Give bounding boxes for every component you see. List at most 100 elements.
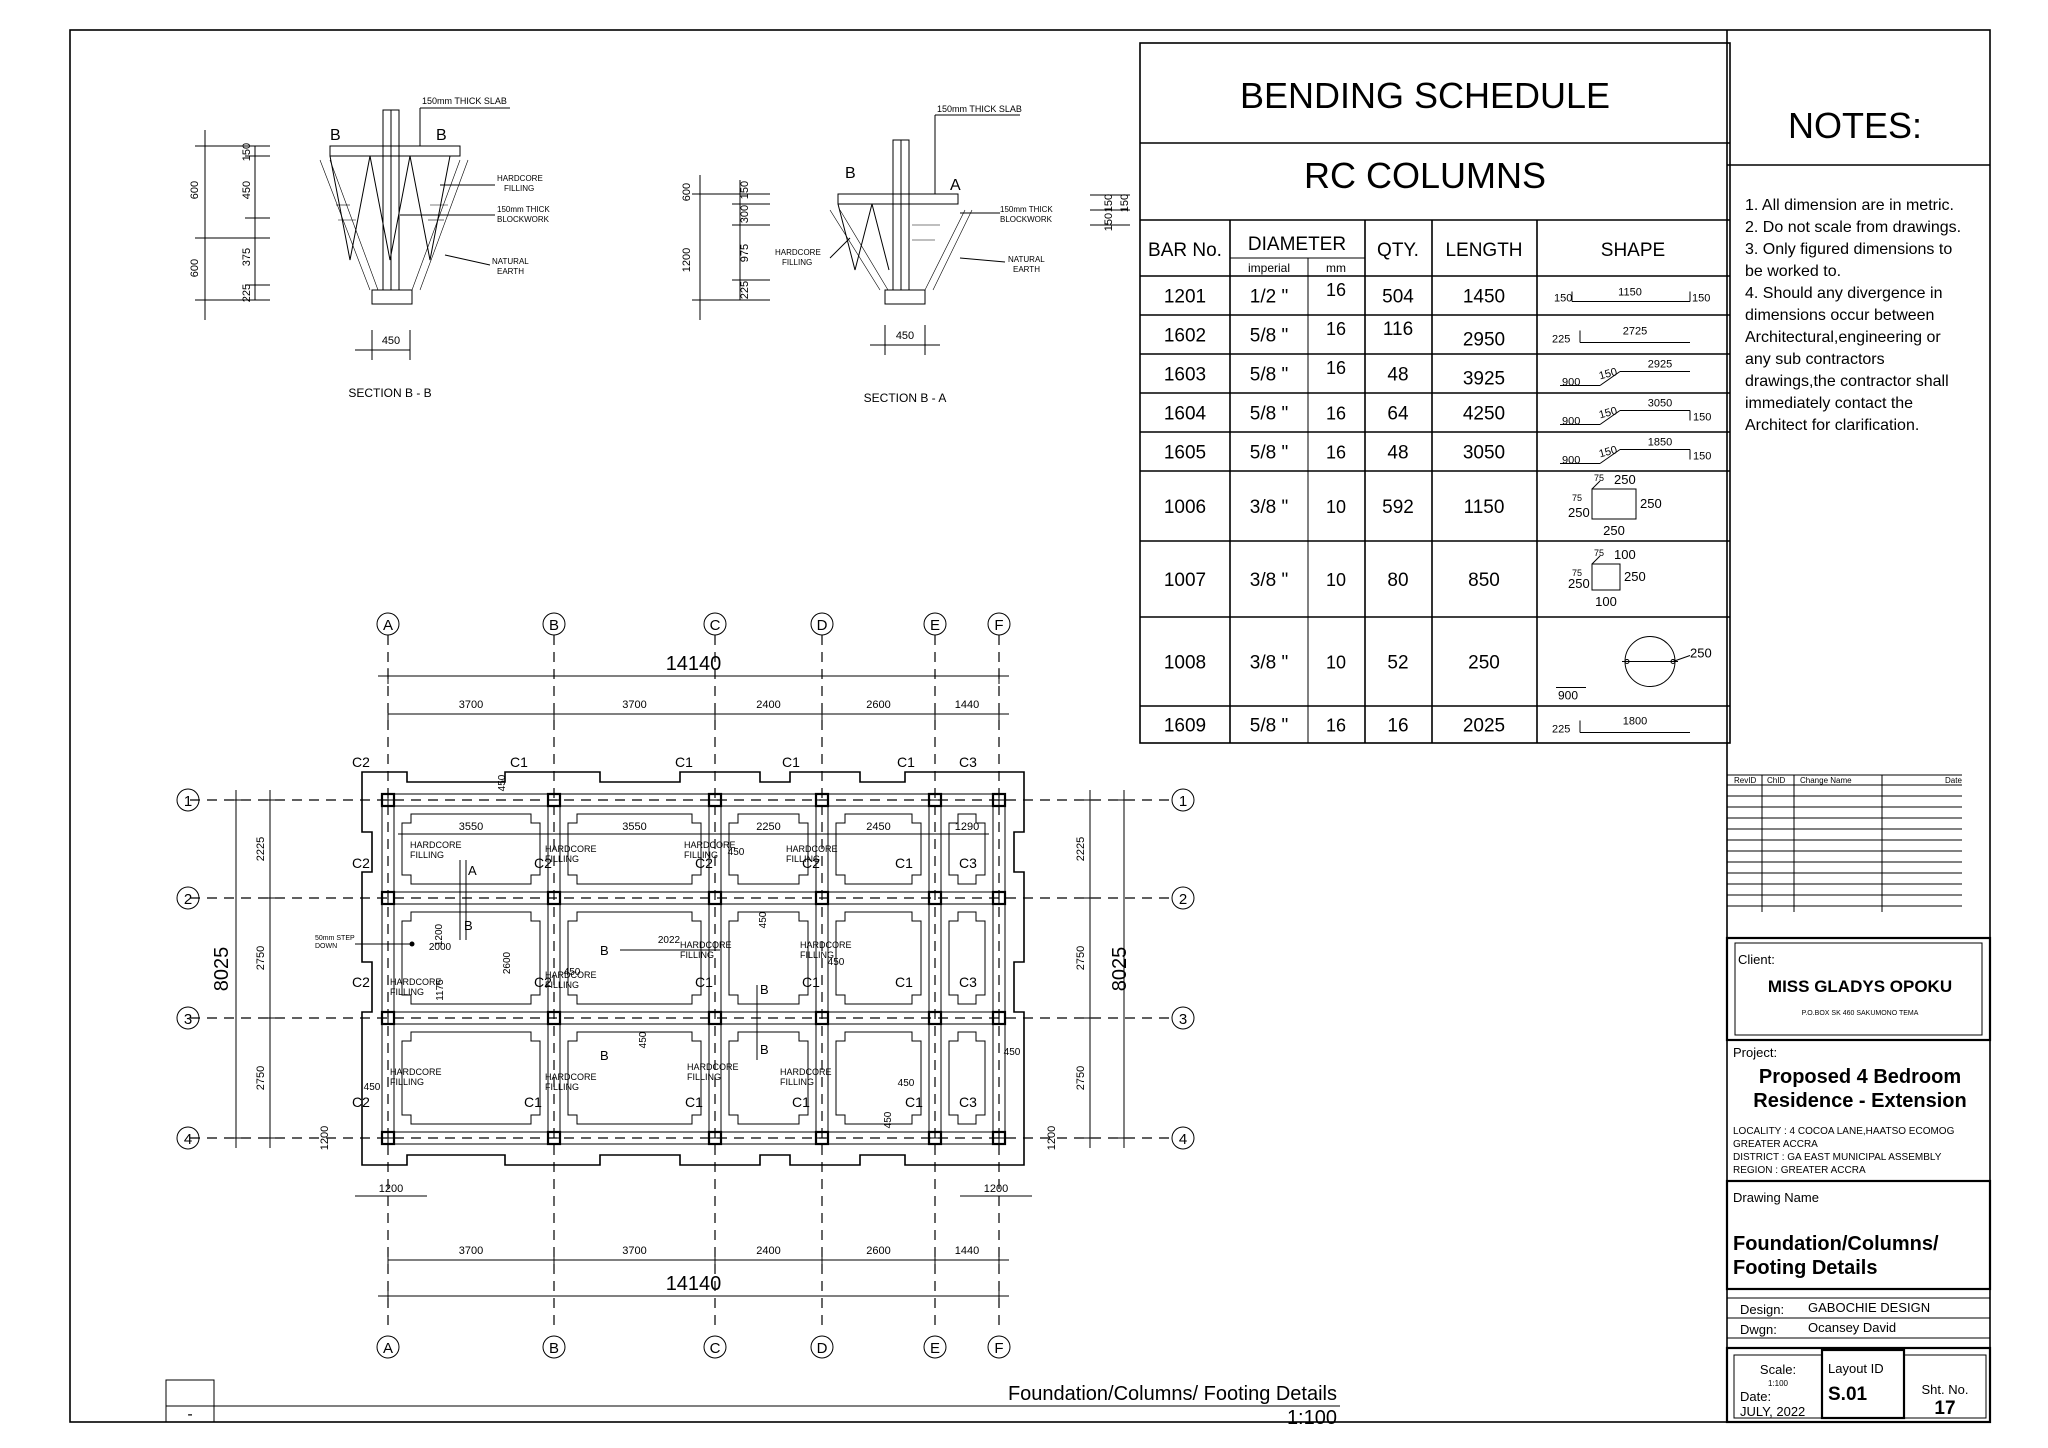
grid-bubble <box>1171 1006 1195 1030</box>
shape-dim: 75 <box>1594 473 1604 483</box>
column-type-label: C1 <box>685 1094 703 1110</box>
hardcore-label: FILLING <box>780 1077 814 1087</box>
column-square <box>380 792 396 808</box>
shape-dim: 250 <box>1624 569 1646 584</box>
section-marker-b: B <box>760 1042 769 1057</box>
layout-label: Layout ID <box>1828 1361 1884 1376</box>
grid-bubble <box>987 612 1011 636</box>
diameter-mm: 16 <box>1326 404 1346 424</box>
hardcore-label: HARDCORE <box>410 840 462 850</box>
note-line: immediately contact the <box>1745 395 1913 412</box>
grid-bubble <box>810 612 834 636</box>
shape-dim: 150 <box>1554 293 1572 305</box>
room-footing-outline <box>567 813 702 885</box>
edge-dimension-vertical: 1200 <box>319 1126 331 1150</box>
column-type-label: C1 <box>524 1094 542 1110</box>
shape-dim: 2725 <box>1623 326 1647 338</box>
shape-dim: 100 <box>1614 547 1636 562</box>
note-line: 3. Only figured dimensions to <box>1745 241 1952 258</box>
column-square <box>927 890 943 906</box>
column-square <box>546 1130 562 1146</box>
column-type-label: C1 <box>897 754 915 770</box>
grid-bubble <box>703 1335 727 1359</box>
dimension-450: 450 <box>497 774 508 791</box>
footing-outline <box>361 771 1025 1166</box>
dimension-450: 450 <box>1004 1047 1021 1058</box>
column-type-label: C3 <box>959 974 977 990</box>
dim-225-ba: 225 <box>739 281 751 299</box>
wall-band <box>815 799 829 1139</box>
grid-bubble <box>923 612 947 636</box>
dimension-1175: 1175 <box>435 979 446 1001</box>
wall-band <box>381 799 395 1139</box>
revision-table: RevID ChID Change Name Date <box>1727 774 1962 912</box>
dim-225: 225 <box>241 284 253 302</box>
column-type-label: C2 <box>534 974 552 990</box>
schedule-subtitle: RC COLUMNS <box>1304 155 1546 196</box>
diameter-mm: 10 <box>1326 570 1346 590</box>
dimension-450: 450 <box>758 911 769 928</box>
shape-dim: 1800 <box>1623 716 1647 728</box>
rev-header-revid: RevID <box>1734 776 1756 785</box>
shape-dim: 150 <box>1598 444 1619 460</box>
dim-600-ba: 600 <box>681 183 693 201</box>
room-footing-outline <box>401 911 541 1005</box>
shape-dim: 250 <box>1640 496 1662 511</box>
bar-number: 1603 <box>1164 365 1206 386</box>
dim-300-ba: 300 <box>739 205 751 223</box>
hardcore-label: FILLING <box>545 1082 579 1092</box>
bar-number: 1604 <box>1164 404 1207 425</box>
column-type-label: C2 <box>352 1094 370 1110</box>
grid-label-2: 2 <box>1179 891 1187 908</box>
grid-bubble <box>542 1335 566 1359</box>
overall-depth-left: 8025 <box>211 947 233 992</box>
dwgn-label: Dwgn: <box>1740 1322 1777 1337</box>
diameter-imperial: 5/8 " <box>1250 365 1288 386</box>
design-value: GABOCHIE DESIGN <box>1808 1300 1930 1315</box>
dimension-text: 3700 <box>459 699 483 711</box>
marker-b-ba: B <box>845 165 856 182</box>
wall-band <box>708 799 722 1139</box>
dim-600b: 600 <box>189 259 201 277</box>
header-diameter: DIAMETER <box>1248 234 1346 255</box>
length: 1450 <box>1463 287 1505 308</box>
hardcore-label: FILLING <box>680 950 714 960</box>
grid-bubble <box>1171 1126 1195 1150</box>
project-name-1: Proposed 4 Bedroom <box>1759 1066 1961 1088</box>
grid-label-3: 3 <box>184 1011 192 1028</box>
dimension-450: 450 <box>564 967 581 978</box>
room-footing-outline <box>835 1031 922 1125</box>
overall-depth-right: 8025 <box>1109 947 1131 992</box>
hardcore-label: FILLING <box>684 850 718 860</box>
diameter-imperial: 5/8 " <box>1250 326 1288 347</box>
edge-dimension: 1200 <box>984 1183 1008 1195</box>
shape-dim: 150 <box>1692 293 1710 305</box>
shape-dim: 250 <box>1568 576 1590 591</box>
wall-band <box>387 1011 1000 1025</box>
bar-shape <box>1599 410 1621 425</box>
dim-975-ba: 975 <box>739 244 751 262</box>
marker-a-ba: A <box>950 177 961 194</box>
quantity: 64 <box>1387 404 1409 425</box>
quantity: 80 <box>1387 570 1408 591</box>
marker-b-right: B <box>436 127 447 144</box>
column-type-label: C1 <box>802 974 820 990</box>
note-line: any sub contractors <box>1745 351 1885 368</box>
column-type-label: C1 <box>905 1094 923 1110</box>
column-type-label: C2 <box>695 855 713 871</box>
room-footing-outline <box>835 911 922 1005</box>
footer: - Foundation/Columns/ Footing Details 1:… <box>165 1379 1340 1429</box>
bar-number: 1006 <box>1164 497 1206 518</box>
length: 3925 <box>1463 369 1505 390</box>
header-bar-no: BAR No. <box>1148 240 1222 261</box>
step-note: DOWN <box>315 943 337 950</box>
column-type-label: C1 <box>895 855 913 871</box>
section-ba-title: SECTION B - A <box>864 391 947 405</box>
dim-600a: 600 <box>189 181 201 199</box>
diameter-mm: 16 <box>1326 280 1346 300</box>
column-type-label: C3 <box>959 754 977 770</box>
grid-bubble <box>703 612 727 636</box>
column-type-label: C1 <box>895 974 913 990</box>
column-type-label: C3 <box>959 855 977 871</box>
column-square <box>707 1130 723 1146</box>
